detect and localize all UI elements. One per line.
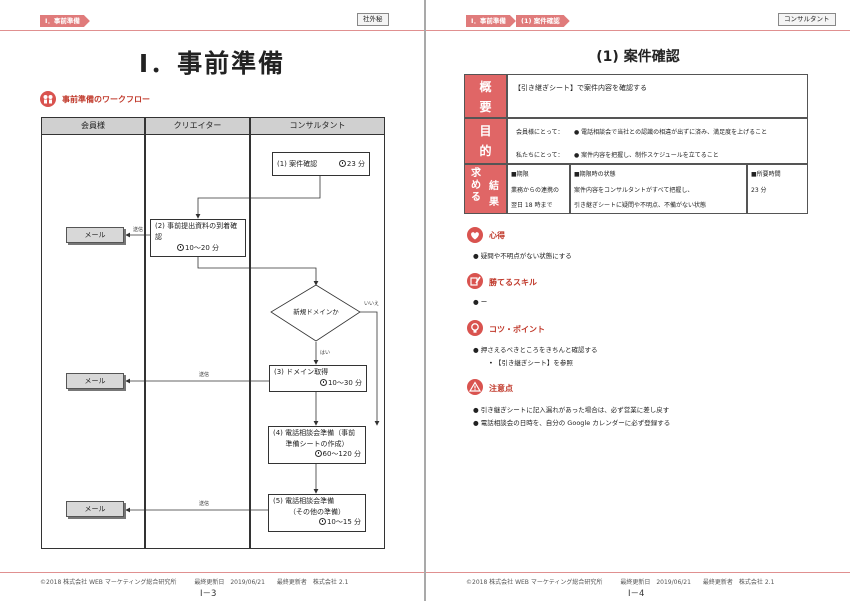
list-item: ● ー: [473, 298, 488, 306]
page-title: Ⅰ．事前準備: [138, 49, 286, 78]
document-page-right: Ⅰ．事前準備 (1) 案件確認 コンサルタント (1) 案件確認 概要 【引き継…: [426, 0, 850, 601]
step-label: (4) 電話相談会準備（事前: [273, 429, 356, 437]
step-time: 23 分: [346, 160, 365, 168]
members-text: ● 電話相談会で当社との認識の相違が出ずに済み、満足度を上げること: [574, 129, 768, 136]
heart-icon: [467, 227, 483, 243]
step-label: (1) 案件確認: [277, 160, 318, 168]
step-domain-acquire: (3) ドメイン取得 10～30 分: [269, 365, 367, 392]
step-time: 10～15 分: [326, 518, 361, 526]
document-page-left: Ⅰ．事前準備 社外秘 Ⅰ．事前準備 事前準備のワークフロー 会員様 クリエイター…: [0, 0, 424, 601]
list-item: ● 電話相談会の日時を、自分の Google カレンダーに必ず登録する: [473, 419, 671, 427]
lane-header-members: 会員様: [41, 117, 145, 135]
decision-no: いいえ: [364, 301, 380, 307]
us-text: ● 案件内容を把握し、制作スケジュールを立てること: [574, 152, 719, 159]
workflow-icon: [40, 91, 56, 107]
clock-icon: [176, 244, 184, 251]
section-tag: (1) 案件確認: [516, 15, 570, 27]
step-label-2: 準備シートの作成）: [285, 440, 349, 448]
clock-icon: [319, 379, 327, 386]
mail-box: メール: [66, 227, 124, 243]
overview-cell: 【引き継ぎシート】で案件内容を確認する: [507, 74, 808, 118]
members-label: 会員様にとって：: [516, 129, 564, 136]
role-label: コンサルタント: [778, 13, 836, 26]
step-call-prep-other: (5) 電話相談会準備 （その他の準備） 10～15 分: [268, 494, 366, 532]
step-material-check: (2) 事前提出資料の到着確認 10～20 分: [150, 219, 246, 257]
step-label: (2) 事前提出資料の到着確認: [155, 222, 238, 241]
pencil-icon: [467, 273, 483, 289]
step-time: 60～120 分: [322, 450, 362, 458]
step-call-prep-sheet: (4) 電話相談会準備（事前 準備シートの作成） 60～120 分: [268, 426, 366, 464]
mail-box: メール: [66, 373, 124, 389]
header-rule: [0, 30, 424, 31]
page-number: Ⅰ－3: [200, 589, 217, 599]
overview-head: 概要: [464, 74, 507, 118]
purpose-head: 目的: [464, 118, 507, 164]
list-item: • 【引き継ぎシート】を参照: [489, 359, 573, 367]
step-time: 10～20 分: [184, 244, 220, 252]
result-deadline: ■期限 業務からの連携の 翌日 18 時まで: [507, 164, 570, 214]
list-item: ● 疑問や不明点がない状態にする: [473, 252, 572, 260]
lightbulb-icon: [467, 320, 483, 336]
step-label-2: （その他の準備）: [289, 508, 345, 516]
result-time: ■所要時間 23 分: [747, 164, 808, 214]
confidential-label: 社外秘: [357, 13, 389, 26]
clock-icon: [338, 160, 346, 167]
clock-icon: [314, 450, 322, 457]
result-state: ■期限時の状態 案件内容をコンサルタントがすべて把握し、 引き継ぎシートに疑問や…: [570, 164, 747, 214]
step-case-check: (1) 案件確認 23 分: [272, 152, 370, 176]
decision-yes: はい: [320, 350, 331, 356]
footer-rule: [426, 572, 850, 573]
header-rule: [426, 30, 850, 31]
overview-text: 【引き継ぎシート】で案件内容を確認する: [514, 84, 647, 92]
footer-rule: [0, 572, 424, 573]
purpose-cell: 会員様にとって： ● 電話相談会で当社との認識の相違が出ずに済み、満足度を上げる…: [507, 118, 808, 164]
flow-connectors: [125, 176, 380, 513]
result-head: 求める 結果: [464, 164, 507, 214]
mail-box: メール: [66, 501, 124, 517]
step-label: (3) ドメイン取得: [274, 368, 329, 376]
clock-icon: [318, 518, 326, 525]
section-heading: コツ・ポイント: [489, 325, 545, 334]
lane-header-creator: クリエイター: [145, 117, 250, 135]
chapter-tag: Ⅰ．事前準備: [466, 15, 516, 27]
section-heading: 勝てるスキル: [489, 278, 537, 287]
footer-text: ©2018 株式会社 WEB マーケティング総合研究所 最終更新日 2019/0…: [466, 579, 775, 586]
step-time: 10～30 分: [327, 379, 362, 387]
send-label: 送信: [199, 501, 210, 507]
step-label: (5) 電話相談会準備: [273, 497, 335, 505]
page-number: Ⅰ－4: [628, 589, 645, 599]
us-label: 私たちにとって：: [516, 152, 564, 159]
warning-icon: [467, 379, 483, 395]
send-label: 送信: [199, 372, 210, 378]
lane-header-consultant: コンサルタント: [250, 117, 385, 135]
section-heading: 心得: [489, 231, 505, 240]
send-label: 送信: [133, 227, 144, 233]
workflow-heading: 事前準備のワークフロー: [62, 95, 150, 104]
chapter-tag: Ⅰ．事前準備: [40, 15, 90, 27]
section-heading: 注意点: [489, 384, 513, 393]
page-title: (1) 案件確認: [596, 49, 680, 65]
decision-new-domain: 新規ドメインか: [293, 308, 339, 316]
footer-text: ©2018 株式会社 WEB マーケティング総合研究所 最終更新日 2019/0…: [40, 579, 349, 586]
list-item: ● 引き継ぎシートに記入漏れがあった場合は、必ず営業に差し戻す: [473, 406, 670, 414]
list-item: ● 押さえるべきところをきちんと確認する: [473, 346, 598, 354]
